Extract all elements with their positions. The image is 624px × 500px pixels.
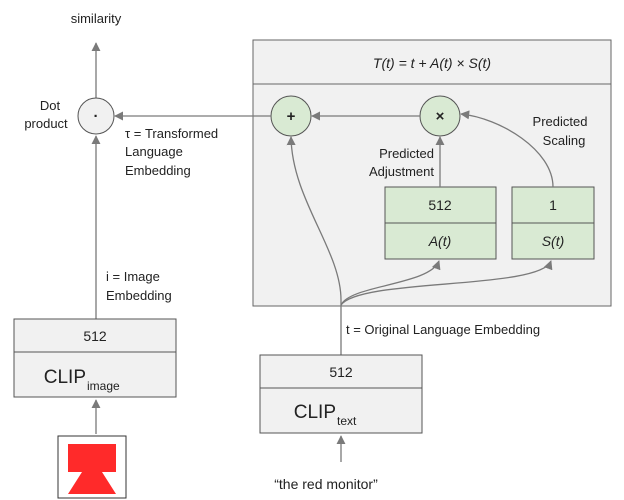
text-input: “the red monitor” — [274, 476, 378, 492]
tau-label-1: τ = Transformed — [125, 126, 218, 141]
clip-text-name-box — [259, 387, 423, 434]
image-embedding-label-2: Embedding — [106, 288, 172, 303]
edge-scale-to-times — [460, 110, 554, 188]
clip-image-subscript: image — [87, 379, 120, 393]
predicted-adjustment-2: Adjustment — [369, 164, 434, 179]
predicted-scaling-2: Scaling — [543, 133, 586, 148]
clip-image-name: CLIP — [44, 367, 86, 388]
clip-text-subscript: text — [337, 414, 357, 428]
dot-symbol: · — [94, 108, 99, 125]
red-monitor-icon — [57, 435, 127, 499]
edge-t-to-adjust — [340, 260, 441, 306]
adjust-box-bottom — [384, 222, 497, 260]
tau-label-2: Language — [125, 144, 183, 159]
similarity-label: similarity — [71, 11, 122, 26]
predicted-adjustment-1: Predicted — [379, 146, 434, 161]
adjust-fn: A(t) — [428, 233, 452, 249]
clip-image-name-box — [13, 351, 177, 398]
adjust-dim: 512 — [428, 197, 452, 213]
clip-image-dim-box — [13, 318, 177, 353]
scale-box-bottom — [511, 222, 595, 260]
edge-t-to-plus — [286, 136, 342, 355]
clip-text-name: CLIP — [294, 402, 336, 423]
dot-product-label-1: Dot — [40, 98, 61, 113]
scale-fn: S(t) — [542, 233, 565, 249]
transform-formula: T(t) = t + A(t) × S(t) — [373, 55, 491, 71]
image-embedding-label-1: i = Image — [106, 269, 160, 284]
predicted-scaling-1: Predicted — [533, 114, 588, 129]
times-symbol: × — [436, 108, 445, 125]
dot-product-node — [77, 97, 115, 135]
original-embedding-label: t = Original Language Embedding — [346, 322, 540, 337]
clip-image-dim: 512 — [83, 328, 107, 344]
scale-dim: 1 — [549, 197, 557, 213]
clip-text-dim: 512 — [329, 364, 353, 380]
tau-label-3: Embedding — [125, 163, 191, 178]
plus-symbol: + — [287, 108, 296, 125]
edge-t-to-scale — [340, 260, 553, 306]
clip-text-dim-box — [259, 354, 423, 389]
dot-product-label-2: product — [24, 116, 68, 131]
